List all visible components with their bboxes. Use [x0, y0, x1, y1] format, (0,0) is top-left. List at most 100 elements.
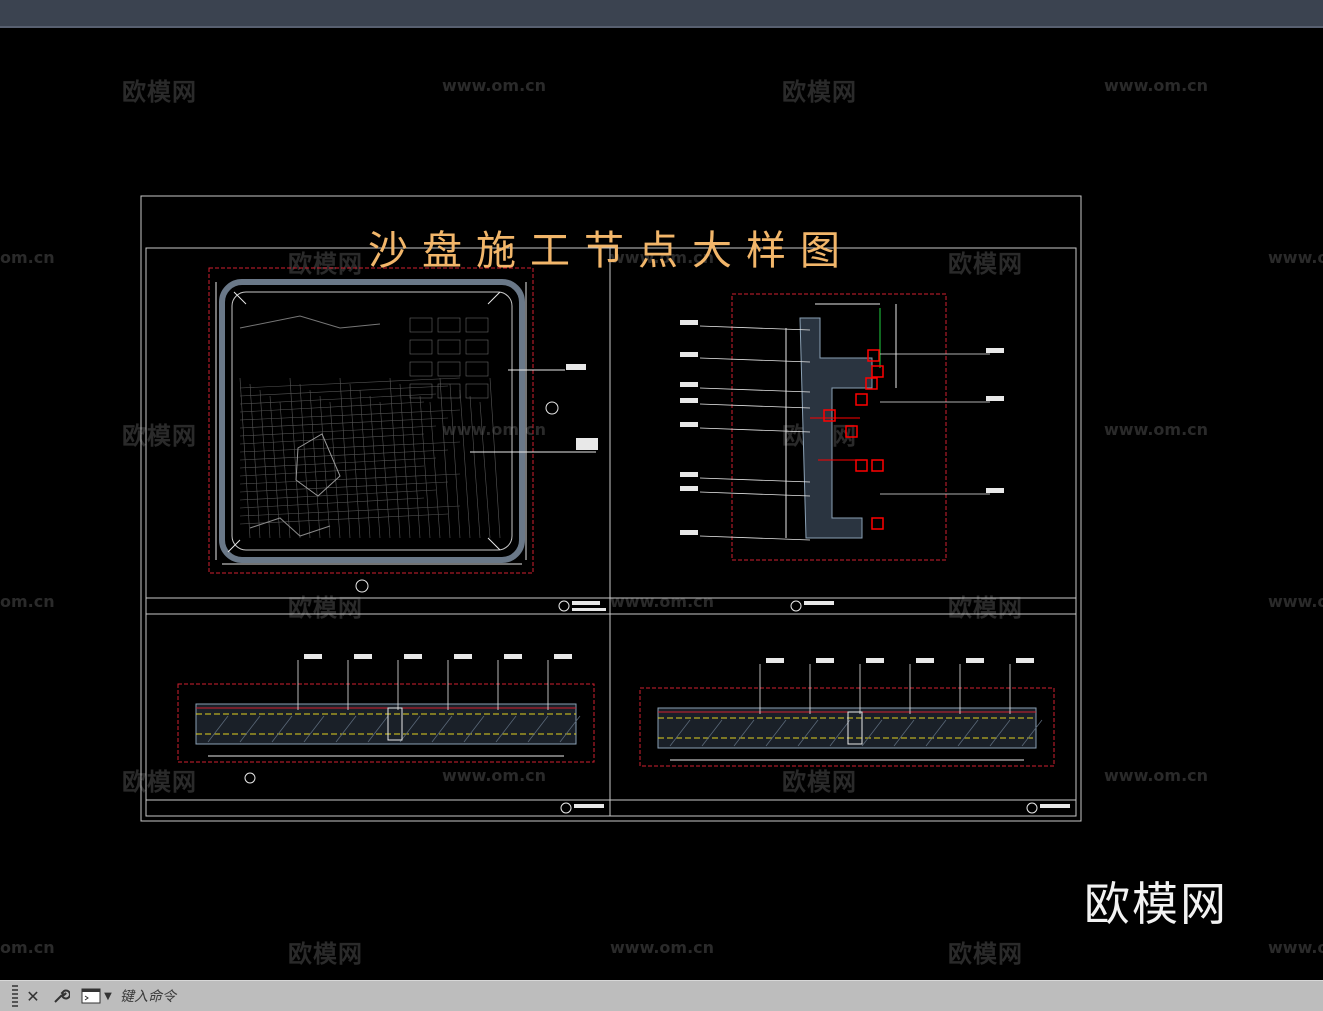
- sheet-title: 沙盘施工节点大样图: [368, 228, 854, 274]
- site-line: [239, 409, 461, 421]
- watermark: om.cn: [0, 248, 55, 267]
- leader-tag: [354, 654, 372, 659]
- elevation-hatch: [957, 719, 979, 747]
- elevation-hatch: [989, 719, 1011, 747]
- site-block: [409, 383, 433, 399]
- leader-tag: [680, 472, 698, 477]
- site-line: [289, 377, 301, 539]
- leader-line: [699, 325, 811, 331]
- site-line: [239, 457, 437, 469]
- leader-tag: [966, 658, 984, 663]
- detail-highlight-square: [855, 393, 868, 406]
- elevation-hatch: [271, 715, 293, 743]
- brand-logo: 欧模网: [1084, 877, 1228, 931]
- elevation-joint: [847, 711, 863, 745]
- site-building: [295, 433, 341, 497]
- elevation-hatch: [765, 719, 787, 747]
- site-block: [437, 383, 461, 399]
- leader-tag: [986, 396, 1004, 401]
- elevation-hatch: [669, 719, 691, 747]
- site-line: [469, 395, 481, 539]
- leader-line: [699, 477, 811, 483]
- section-marker: [244, 772, 256, 784]
- watermark: 欧模网: [122, 422, 197, 450]
- site-line: [239, 441, 461, 453]
- leader-tag: [916, 658, 934, 663]
- watermark: 欧模网: [948, 940, 1023, 968]
- site-line: [239, 433, 425, 445]
- elevation-hatch: [463, 715, 485, 743]
- leader-tag: [986, 488, 1004, 493]
- watermark: www.om.cn: [442, 766, 547, 785]
- site-block: [465, 383, 489, 399]
- site-line: [239, 505, 461, 517]
- elevation-hatch: [559, 715, 581, 743]
- command-line-bar: ✕ ▼: [0, 980, 1323, 1011]
- leader-tag: [404, 654, 422, 659]
- elevation-body: [657, 707, 1037, 749]
- plan-inner-edge: [231, 291, 513, 551]
- plan-dim-frame: [208, 267, 534, 574]
- site-line: [419, 395, 431, 539]
- watermark: 欧模网: [948, 594, 1023, 622]
- command-input[interactable]: [118, 985, 1317, 1009]
- section-detail-panel: [680, 293, 1004, 612]
- drawing-canvas[interactable]: 欧模网 www.om.cn 欧模网 www.om.cn om.cn 欧模网 ww…: [0, 28, 1323, 980]
- site-line: [239, 513, 449, 525]
- elevation-right-panel: [639, 658, 1070, 814]
- watermark: www.om.cn: [610, 248, 715, 267]
- detail-leaders: [680, 320, 1004, 541]
- watermark: 欧模网: [288, 250, 363, 278]
- detail-highlight-square: [871, 365, 884, 378]
- watermark: 欧模网: [288, 594, 363, 622]
- site-line: [379, 401, 391, 539]
- site-line: [409, 389, 421, 539]
- section-marker: [355, 579, 369, 593]
- elevation-hatch: [367, 715, 389, 743]
- site-line: [249, 383, 261, 539]
- cad-drawing[interactable]: [0, 28, 1323, 980]
- leader-tag: [816, 658, 834, 663]
- elevation-hatch: [829, 719, 851, 747]
- leader-tag: [504, 654, 522, 659]
- corner-arrow: [487, 537, 501, 551]
- site-line: [259, 389, 271, 539]
- section-profile: [799, 317, 873, 539]
- site-line: [239, 465, 425, 477]
- site-block: [437, 361, 461, 377]
- site-line: [239, 497, 425, 509]
- corner-arrow: [233, 291, 247, 305]
- elevation-left-panel: [177, 654, 604, 814]
- corner-arrow: [227, 539, 241, 553]
- elevation-dim-frame: [639, 687, 1055, 767]
- command-prompt-icon[interactable]: [80, 984, 102, 1008]
- site-block: [409, 361, 433, 377]
- drag-grip[interactable]: [12, 985, 18, 1007]
- site-line: [269, 395, 281, 539]
- site-line: [489, 377, 501, 539]
- leader-tag: [680, 352, 698, 357]
- plan-border-hatch: [219, 279, 525, 563]
- plan-site-lines: [239, 315, 501, 539]
- site-line: [369, 395, 381, 539]
- detail-highlight-square: [823, 409, 836, 422]
- leader-tag: [454, 654, 472, 659]
- close-icon[interactable]: ✕: [26, 986, 40, 1006]
- wrench-icon[interactable]: [50, 984, 72, 1008]
- leader-tag: [566, 364, 586, 370]
- caption-marker: [1026, 802, 1038, 814]
- caption-marker: [558, 600, 570, 612]
- site-line: [239, 473, 461, 485]
- caption-text: [1040, 804, 1070, 808]
- site-line: [429, 401, 441, 539]
- leader-tag: [986, 348, 1004, 353]
- leader-tag: [680, 398, 698, 403]
- chevron-down-icon[interactable]: ▼: [104, 990, 112, 1002]
- elevation-hatch: [495, 715, 517, 743]
- watermark: 欧模网: [948, 250, 1023, 278]
- site-line: [439, 377, 451, 539]
- site-block: [409, 339, 433, 355]
- site-line: [239, 481, 449, 493]
- sheet-inner-border: [145, 247, 1077, 817]
- leader-line: [699, 403, 811, 409]
